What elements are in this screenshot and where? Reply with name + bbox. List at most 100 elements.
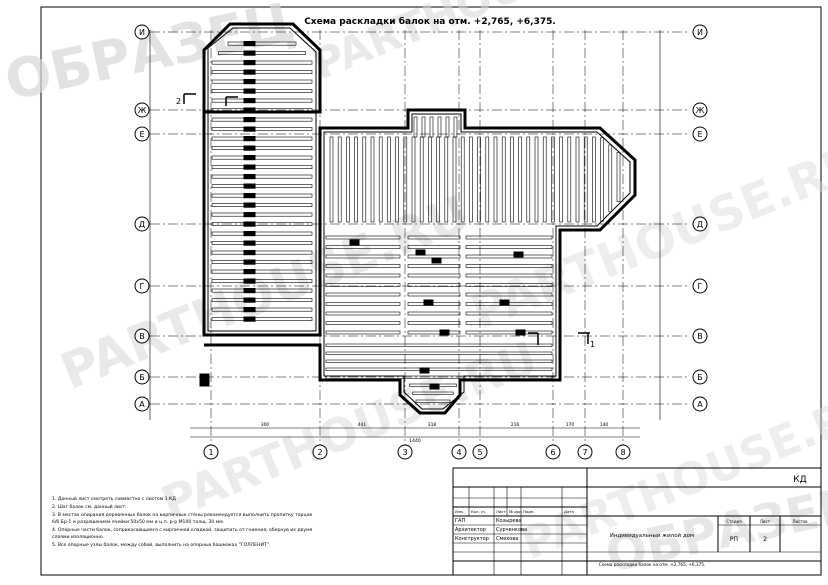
axis-bubble: [472, 444, 488, 460]
beam: [493, 136, 498, 223]
watermark-text: PARTHOUSE.RU: [154, 330, 545, 530]
axis-bubble: [203, 444, 219, 460]
beam: [211, 307, 313, 312]
axis-bubble: [692, 102, 708, 118]
beam: [465, 321, 553, 325]
beam: [325, 283, 401, 287]
beam: [211, 241, 313, 246]
col-header: Кол. уч: [471, 509, 485, 514]
beam-tag: [243, 288, 256, 294]
axis-bubble: [134, 396, 150, 412]
beam: [526, 136, 531, 223]
dim-text: 140: [600, 422, 609, 428]
axis-bubble: [451, 444, 467, 460]
beam-tag: [499, 299, 510, 306]
beam: [211, 70, 313, 75]
beam: [370, 136, 375, 223]
role-label: Архитектор: [455, 527, 486, 533]
beam: [337, 136, 342, 223]
axis-label: Г: [698, 282, 703, 291]
axis-bubble: [134, 102, 150, 118]
beam-tag: [243, 231, 256, 237]
dim-text: 441: [358, 422, 367, 428]
role-label: Конструктор: [455, 536, 489, 542]
axis-bubble: [397, 444, 413, 460]
axis-label: 5: [477, 448, 482, 457]
beam-tag: [243, 107, 256, 113]
axis-label: Г: [140, 282, 145, 291]
note-line: б/б Бр-1 и разрешением ячейки 50х50 мм и…: [52, 518, 224, 525]
beam: [362, 136, 367, 223]
beam-tag: [243, 155, 256, 161]
axis-bubble: [692, 24, 708, 40]
beam: [211, 279, 313, 284]
beam: [387, 136, 391, 223]
beam: [407, 330, 461, 335]
axis-label: Б: [139, 373, 145, 382]
axis-bubble: [545, 444, 561, 460]
beam: [465, 330, 553, 335]
beam-tag: [415, 249, 426, 256]
beam: [460, 136, 465, 223]
beam: [415, 399, 451, 403]
section-mark-right: [528, 332, 539, 345]
beam-tag: [243, 164, 256, 170]
beam: [437, 116, 442, 138]
beam-tag: [243, 88, 256, 94]
beam: [211, 222, 313, 227]
beam-tag: [243, 193, 256, 199]
beam: [412, 391, 454, 395]
axis-label: И: [697, 28, 703, 37]
beam: [211, 98, 313, 103]
stage-value: РП: [730, 536, 738, 543]
beam: [325, 264, 401, 268]
axis-label: В: [697, 332, 703, 341]
beam: [325, 367, 553, 371]
col-header: Дата: [564, 509, 574, 514]
beam-tag: [423, 299, 434, 306]
dimension-lines: [149, 30, 661, 438]
beam: [608, 144, 613, 212]
inner-outline-left: [207, 27, 317, 332]
section-label-left: 2: [176, 97, 181, 106]
beam-tag: [243, 202, 256, 208]
beam-layout: [211, 41, 621, 403]
beam-tag: [243, 79, 256, 85]
axis-label: 1: [208, 448, 213, 457]
beam: [211, 127, 313, 132]
section-mark-right-arrow: [578, 332, 590, 344]
beam: [469, 136, 473, 223]
section-label-right: 1: [590, 340, 595, 349]
beam-tag: [243, 145, 256, 151]
beam: [211, 60, 313, 65]
note-line: 1. Данный лист смотреть совместно с лист…: [52, 495, 176, 502]
beam: [465, 264, 553, 268]
watermark-text: PARTHOUSE.RU: [464, 133, 828, 341]
beam: [211, 146, 313, 151]
beam-tag: [243, 221, 256, 227]
beam: [403, 136, 408, 223]
beam: [325, 343, 553, 347]
axis-bubble: [692, 126, 708, 142]
beam: [211, 89, 313, 94]
sheet-header: Лист: [760, 519, 771, 524]
beam: [575, 136, 580, 223]
beam: [325, 292, 401, 297]
beam: [211, 298, 313, 303]
beam: [477, 136, 481, 223]
role-name: Сурченкова: [496, 527, 527, 533]
col-header: № док.: [509, 509, 523, 514]
beam: [429, 116, 434, 138]
beam-tag: [243, 259, 256, 265]
beam: [211, 184, 313, 189]
axis-bubble: [134, 328, 150, 344]
beam-tag: [243, 278, 256, 284]
axis-label: 6: [550, 448, 555, 457]
col-header: Подп.: [523, 509, 535, 514]
beam: [211, 250, 313, 255]
col-header: Изм.: [455, 509, 464, 514]
role-name: Козырева: [496, 518, 521, 524]
beam: [227, 41, 297, 46]
axis-label: А: [697, 400, 703, 409]
beam-tag: [243, 250, 256, 256]
